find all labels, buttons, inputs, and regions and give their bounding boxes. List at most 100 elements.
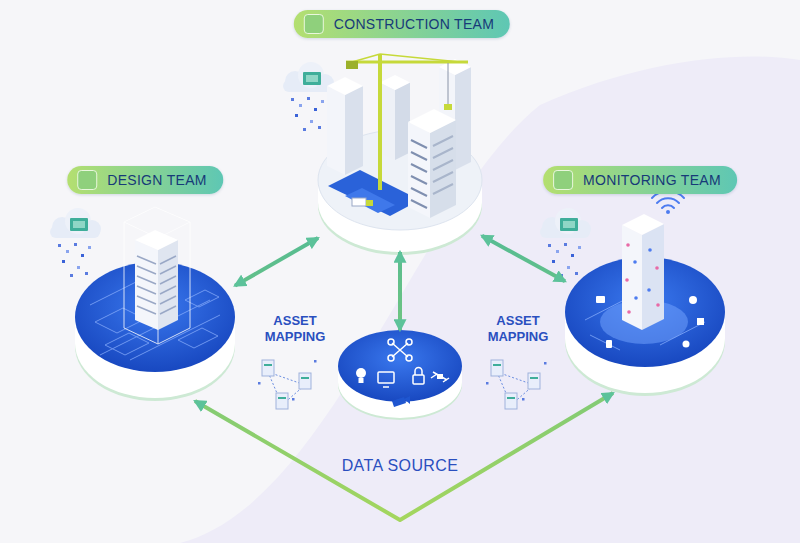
monitoring-platform — [596, 296, 605, 303]
team-platform: MONITORING TEAM — [565, 257, 725, 393]
monitoring-platform — [666, 210, 670, 214]
team-icon — [553, 170, 573, 190]
asset-mapping-servers — [314, 360, 317, 363]
data-source-platform — [431, 372, 449, 382]
monitoring-platform — [647, 288, 651, 292]
design-platform — [75, 207, 235, 401]
cloud-icons — [50, 62, 591, 277]
team-name: DESIGN TEAM — [107, 172, 207, 188]
data-source-platform — [378, 339, 449, 387]
data-source-platform — [388, 339, 394, 345]
asset-mapping-servers — [522, 398, 525, 401]
data-source-platform — [388, 355, 394, 361]
cloud-icons — [540, 208, 591, 277]
data-source-platform — [359, 378, 364, 383]
construction-platform — [448, 63, 449, 104]
monitoring-platform — [596, 296, 704, 348]
construction-platform — [328, 170, 420, 216]
construction-platform — [455, 67, 471, 170]
monitoring-platform — [648, 248, 652, 252]
monitoring-platform — [697, 318, 704, 325]
section-label: ASSET MAPPING — [476, 313, 560, 345]
team-platform: CONSTRUCTION TEAM — [318, 130, 482, 252]
construction-platform — [444, 104, 452, 110]
monitoring-platform — [662, 205, 674, 208]
construction-platform — [352, 198, 366, 206]
construction-platform — [318, 54, 482, 255]
asset-mapping-servers — [530, 377, 538, 379]
design-platform — [124, 207, 190, 344]
asset-mapping-servers — [301, 377, 309, 379]
monitoring-platform — [634, 296, 638, 300]
construction-platform — [346, 61, 358, 69]
section-label: ASSET MAPPING — [253, 313, 337, 345]
background — [180, 56, 800, 543]
design-platform — [158, 240, 178, 330]
construction-platform — [345, 188, 395, 213]
asset-mapping-servers — [544, 362, 547, 365]
design-platform — [135, 230, 178, 250]
construction-platform — [395, 83, 410, 161]
construction-platform — [380, 75, 410, 90]
construction-platform — [433, 136, 453, 194]
monitoring-platform — [655, 266, 659, 270]
construction-platform — [411, 140, 427, 208]
asset-mapping-servers — [258, 382, 261, 385]
asset-mapping-servers — [491, 360, 503, 376]
data-source-platform — [406, 339, 412, 345]
data-source-platform — [413, 375, 424, 384]
monitoring-platform — [622, 225, 642, 330]
node-title: DATA SOURCE — [342, 457, 459, 475]
data-source-platform — [392, 343, 408, 357]
asset-mapping-servers — [505, 393, 517, 409]
data-source-platform — [378, 372, 394, 383]
asset-mapping-servers — [262, 360, 540, 409]
monitoring-platform — [657, 198, 679, 203]
connector-arrow — [398, 252, 402, 330]
asset-mapping-servers — [493, 364, 501, 366]
monitoring-platform — [656, 303, 660, 307]
monitoring-platform — [625, 278, 629, 282]
asset-mapping-servers — [278, 397, 286, 399]
data-source-platform — [437, 374, 443, 379]
team-label-pill: MONITORING TEAM — [543, 166, 737, 194]
team-name: MONITORING TEAM — [583, 172, 721, 188]
construction-platform — [408, 122, 430, 218]
construction-platform — [366, 200, 373, 206]
asset-mapping-servers — [268, 372, 534, 405]
design-platform — [137, 256, 156, 314]
data-source-platform — [356, 368, 366, 378]
construction-platform — [408, 109, 456, 133]
construction-platform — [430, 120, 456, 218]
data-source-platform — [415, 368, 422, 375]
asset-mapping-servers — [264, 364, 272, 366]
design-platform — [160, 256, 176, 314]
asset-mapping-servers — [507, 397, 515, 399]
construction-platform — [345, 86, 363, 175]
construction-platform — [352, 54, 460, 62]
monitoring-platform — [606, 340, 612, 348]
data-source-platform — [338, 330, 462, 402]
team-icon — [304, 14, 324, 34]
team-label-pill: CONSTRUCTION TEAM — [294, 10, 510, 38]
data-source-platform — [383, 386, 389, 388]
cloud-icons — [50, 208, 101, 277]
asset-mapping-servers — [292, 398, 295, 401]
asset-mapping-servers — [258, 360, 547, 401]
asset-mapping-servers — [486, 382, 489, 385]
asset-mapping-servers — [276, 393, 288, 409]
construction-platform — [380, 83, 395, 161]
team-icon — [77, 170, 97, 190]
monitoring-platform — [683, 341, 690, 348]
asset-mapping-servers — [528, 373, 540, 389]
asset-mapping-servers — [258, 360, 547, 409]
design-platform — [135, 240, 158, 330]
connector-arrow — [195, 393, 613, 520]
team-name: CONSTRUCTION TEAM — [334, 16, 494, 32]
asset-mapping-servers — [299, 373, 311, 389]
team-label-pill: DESIGN TEAM — [67, 166, 223, 194]
asset-mapping-servers — [262, 360, 274, 376]
design-platform — [124, 207, 190, 344]
